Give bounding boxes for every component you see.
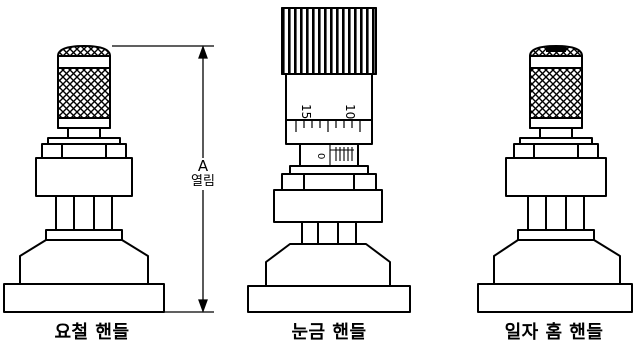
screw-slot (546, 46, 566, 52)
caption-knurled-handle: 요철 핸들 (54, 322, 130, 343)
dimension-text: 열림 (191, 174, 215, 190)
graduated-handle-assembly (247, 7, 411, 313)
dimension-letter: A (197, 157, 209, 175)
top-nut (281, 173, 377, 191)
body (273, 189, 383, 223)
ribbed-knob (281, 7, 377, 75)
dimension-label: A 열림 (190, 157, 216, 191)
body (505, 157, 607, 197)
flange (265, 243, 391, 287)
flange (493, 239, 621, 285)
scale-number-small: 0 (315, 153, 326, 159)
caption-graduated-handle: 눈금 핸들 (291, 322, 367, 343)
flange (19, 239, 149, 285)
scale-number-right: 10 (343, 104, 357, 119)
knurled-handle-assembly (3, 45, 165, 313)
caption-slotted-handle: 일자 홈 핸들 (504, 322, 604, 343)
scale-number-left: 15 (299, 104, 313, 119)
top-nut (41, 143, 127, 159)
thimble (285, 73, 373, 121)
body (35, 157, 133, 197)
top-nut (513, 143, 599, 159)
slotted-handle-assembly (477, 45, 633, 313)
